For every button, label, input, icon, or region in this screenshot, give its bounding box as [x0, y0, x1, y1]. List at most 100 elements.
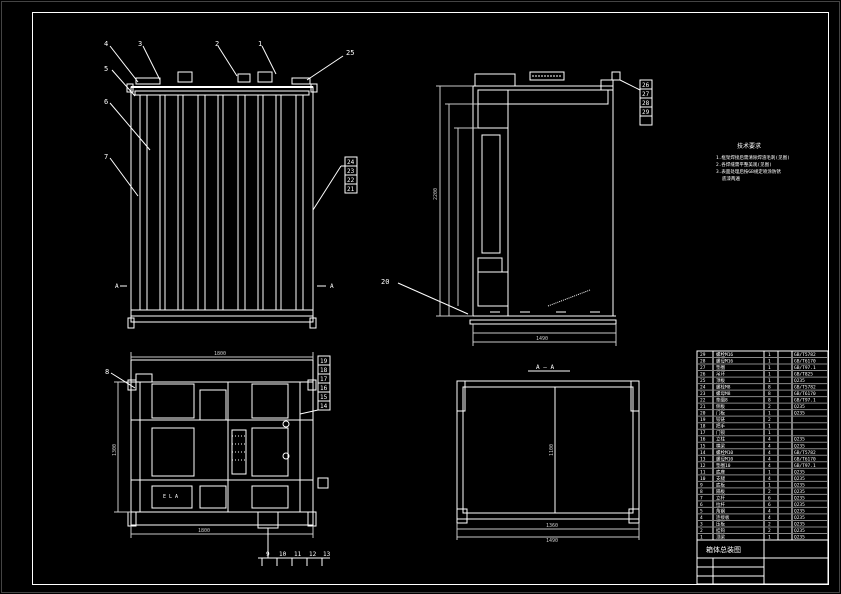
bom-cell-qty: 2	[768, 404, 771, 410]
balloon-5: 5	[104, 65, 108, 73]
balloon-2: 2	[215, 40, 219, 48]
bom-cell-name: 连接板	[716, 514, 730, 521]
bom-cell-std: GB/T6170	[794, 391, 816, 397]
bom-cell-std: GB/T5782	[794, 385, 816, 391]
bom-cell-qty: 8	[768, 391, 771, 397]
bom-cell-name: 隔板	[716, 488, 725, 495]
balloon-17: 17	[320, 376, 328, 383]
section-view-dimensions	[456, 523, 640, 540]
bom-cell-no: 19	[700, 417, 706, 423]
bom-cell-name: 门板	[716, 410, 725, 417]
side-view: 2200 1490 20 26 27 28 29	[381, 71, 653, 346]
plan-view-bottom-dim: 1800	[198, 528, 210, 534]
bom-cell-std: GB/T6170	[794, 456, 816, 462]
bom-cell-qty: 8	[768, 398, 771, 404]
balloon-28: 28	[642, 100, 650, 107]
side-view-dimensions	[436, 85, 617, 346]
bom-cell-qty: 2	[768, 521, 771, 527]
bom-cell-name: 螺母M16	[716, 358, 733, 365]
bom-cell-no: 8	[700, 489, 703, 495]
balloon-22: 22	[347, 177, 355, 184]
bom-cell-qty: 1	[768, 352, 771, 358]
bom-cell-no: 5	[700, 508, 703, 514]
bom-cell-name: 角钢	[716, 507, 725, 514]
bom-cell-std: GB/T97.1	[794, 463, 816, 469]
bom-cell-qty: 1	[768, 424, 771, 430]
balloon-21: 21	[347, 186, 355, 193]
bom-cell-name: 顶梁	[716, 534, 725, 541]
plan-view-width-dim: 1800	[214, 351, 226, 357]
balloon-18: 18	[320, 367, 328, 374]
bom-cell-std: Q235	[794, 378, 805, 384]
bom-cell-name: 门锁	[716, 429, 725, 436]
bom-cell-std: Q235	[794, 508, 805, 514]
bom-cell-no: 3	[700, 521, 703, 527]
balloon-stack-right: 24 23 22 21	[344, 156, 358, 194]
bom-cell-name: 垫圈10	[716, 462, 731, 469]
section-height-dim: 1100	[549, 444, 555, 456]
bom-cell-no: 14	[700, 450, 706, 456]
bom-cell-name: 立杆	[716, 494, 725, 501]
section-view-title: A — A	[536, 364, 554, 371]
bom-cell-name: 压板	[716, 520, 725, 527]
bom-cell-std: Q235	[794, 495, 805, 501]
bom-cell-no: 18	[700, 424, 706, 430]
side-view-balloon-stack: 26 27 28 29	[639, 79, 653, 126]
bom-cell-name: 顶板	[716, 377, 725, 384]
bom-cell-no: 29	[700, 352, 706, 358]
bom-cell-no: 6	[700, 502, 703, 508]
bom-cell-qty: 2	[768, 489, 771, 495]
bom-cell-std: Q235	[794, 502, 805, 508]
bom-cell-no: 25	[700, 378, 706, 384]
balloon-19: 19	[320, 358, 328, 365]
bom-cell-qty: 1	[768, 482, 771, 488]
plan-view-height-dim: 1300	[112, 444, 118, 456]
balloon-25: 25	[346, 49, 354, 57]
bom-cell-qty: 4	[768, 437, 771, 443]
balloon-8: 8	[105, 368, 109, 376]
bom-cell-qty: 1	[768, 372, 771, 378]
plan-view-balloon-stack: 19 18 17 16 15 14	[317, 355, 331, 411]
bom-cell-qty: 4	[768, 515, 771, 521]
balloon-27: 27	[642, 91, 650, 98]
notes-title: 技术要求	[737, 142, 761, 150]
bom-cell-qty: 6	[768, 502, 771, 508]
bom-cell-std: GB/T5782	[794, 450, 816, 456]
balloon-13: 13	[323, 551, 331, 558]
bom-cell-std: Q235	[794, 482, 805, 488]
bom-cell-qty: 4	[768, 508, 771, 514]
balloon-12: 12	[309, 551, 317, 558]
balloon-10: 10	[279, 551, 287, 558]
plan-view-dimensions	[114, 352, 314, 538]
bom-cell-qty: 1	[768, 535, 771, 541]
bom-cell-std: Q235	[794, 489, 805, 495]
bom-cell-no: 22	[700, 398, 706, 404]
bom-cell-name: 拉杆	[716, 501, 725, 508]
balloon-23: 23	[347, 168, 355, 175]
bom-cell-no: 11	[700, 469, 706, 475]
front-view-balloons: 4 3 2 1 25 5 6 7 24 23 22 21	[104, 40, 358, 211]
bom-cell-qty: 1	[768, 378, 771, 384]
bom-cell-name: 铰链	[716, 416, 725, 423]
balloon-15: 15	[320, 394, 328, 401]
side-view-width-dim: 1490	[536, 336, 548, 342]
balloon-24: 24	[347, 159, 355, 166]
bom-cell-name: 垫圈8	[716, 397, 728, 404]
bom-cell-no: 16	[700, 437, 706, 443]
bom-cell-qty: 4	[768, 456, 771, 462]
bom-cell-qty: 6	[768, 495, 771, 501]
bom-cell-std: Q235	[794, 515, 805, 521]
bom-cell-name: 垫圈	[716, 364, 725, 371]
bom-cell-name: 螺栓M8	[716, 384, 731, 391]
bom-cell-std: Q235	[794, 528, 805, 534]
bom-cell-qty: 4	[768, 476, 771, 482]
section-inner-dim: 1360	[546, 523, 558, 529]
bom-cell-no: 2	[700, 528, 703, 534]
bom-cell-std: Q235	[794, 404, 805, 410]
notes-line-3: 3.表面处理后按GB规定喷涂防锈	[716, 168, 781, 175]
bom-cell-qty: 1	[768, 365, 771, 371]
notes-line-2: 2.各焊缝需平整美观(见图)	[716, 161, 772, 168]
balloon-11: 11	[294, 551, 302, 558]
